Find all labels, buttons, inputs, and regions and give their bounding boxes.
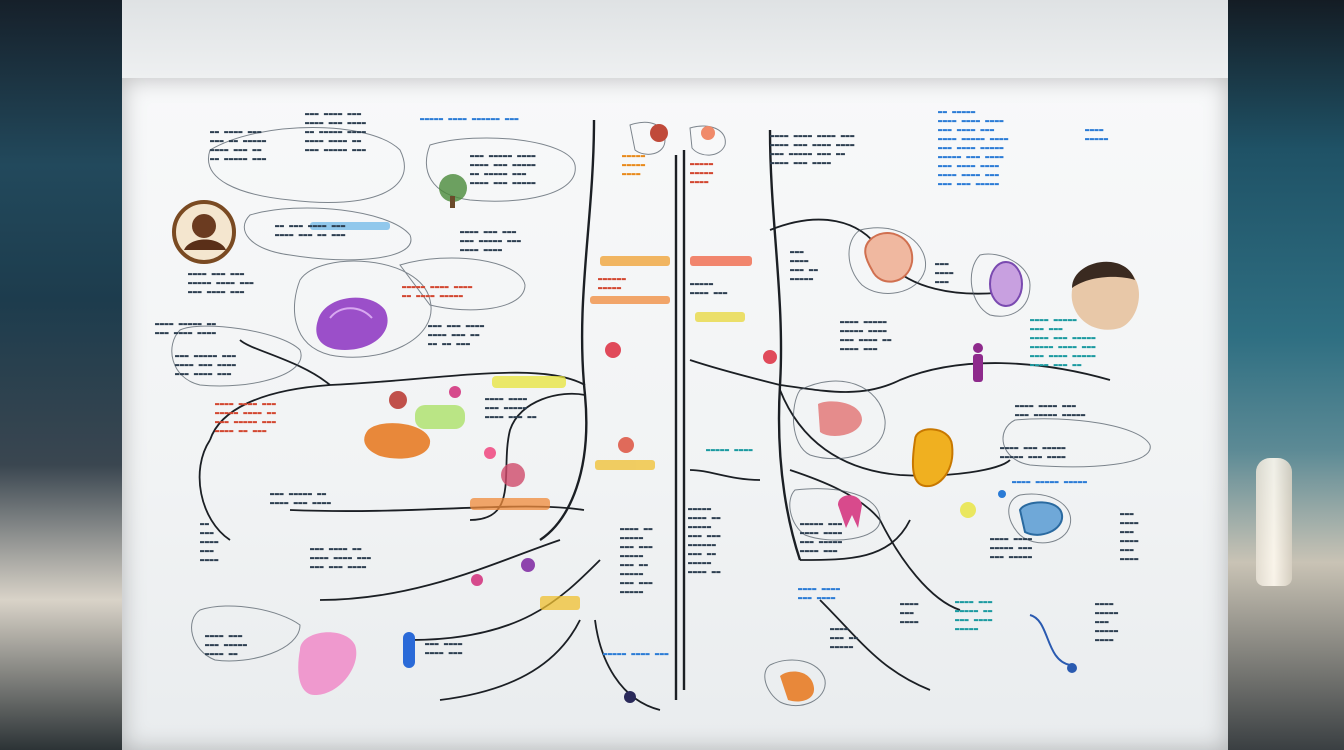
note-block: ▬▬▬ ▬▬▬▬ ▬▬▬ — [935, 260, 954, 286]
note-block: ▬▬▬▬ ▬▬▬▬▬ — [1085, 126, 1109, 143]
lung-icon — [818, 401, 862, 436]
note-block: ▬▬▬ ▬▬▬▬▬ ▬▬ ▬▬▬▬ ▬▬▬ ▬▬▬▬ — [270, 490, 332, 507]
note-block: ▬▬▬▬▬ ▬▬▬▬ ▬▬▬▬▬▬ ▬▬▬ — [420, 115, 520, 123]
note-block: ▬▬▬▬ ▬▬▬▬ ▬▬▬ ▬▬▬▬▬ ▬▬▬▬ ▬▬ ▬▬▬ ▬▬▬▬▬ ▬▬… — [215, 400, 277, 435]
note-block: ▬▬▬▬ ▬▬▬ ▬▬ ▬▬▬▬▬ — [830, 625, 859, 651]
background-left — [0, 0, 122, 750]
note-block: ▬▬▬▬▬ ▬▬▬▬▬ ▬▬▬▬ — [690, 160, 714, 186]
note-block: ▬▬▬▬ ▬▬▬ ▬▬▬▬▬ ▬▬ ▬▬▬ ▬▬▬▬ ▬▬▬▬▬ — [955, 598, 993, 633]
note-block: ▬▬▬▬ ▬▬▬▬ ▬▬▬ ▬▬▬ ▬▬▬▬▬ ▬▬▬▬▬ — [1015, 402, 1086, 419]
note-block: ▬▬▬▬▬▬ ▬▬▬▬▬ — [598, 275, 627, 292]
note-block: ▬▬▬▬ ▬▬▬▬ ▬▬▬ ▬▬▬▬▬ ▬▬▬▬ ▬▬▬ ▬▬ — [485, 395, 537, 421]
note-block: ▬▬▬ ▬▬▬▬ ▬▬▬ ▬▬▬▬ ▬▬▬ ▬▬▬▬ — [1120, 510, 1139, 563]
egg-icon — [989, 261, 1023, 307]
head-icon — [1071, 261, 1139, 330]
note-block: ▬▬ ▬▬▬ ▬▬▬▬ ▬▬▬ ▬▬▬▬ — [200, 520, 219, 564]
note-block: ▬▬▬▬▬ ▬▬▬▬ ▬▬ ▬▬▬▬▬ ▬▬▬ ▬▬▬ ▬▬▬▬▬▬ ▬▬▬ ▬… — [688, 505, 722, 576]
note-block: ▬▬▬▬ ▬▬▬ ▬▬▬▬▬ ▬▬▬▬▬ ▬▬▬ ▬▬▬▬ — [1000, 444, 1067, 461]
background-bottle — [1256, 458, 1292, 586]
organ-cluster-icon — [389, 386, 525, 487]
note-block: ▬▬▬▬ ▬▬▬▬▬ ▬▬▬ ▬▬▬ ▬▬▬▬ ▬▬▬ ▬▬▬▬▬ ▬▬▬▬▬ … — [1030, 316, 1097, 369]
note-block: ▬▬▬▬ ▬▬▬▬▬ ▬▬▬ ▬▬▬▬▬ ▬▬▬▬ — [1095, 600, 1119, 644]
note-block: ▬▬▬ ▬▬▬▬▬ ▬▬▬▬ ▬▬▬▬ ▬▬▬ ▬▬▬▬▬ ▬▬ ▬▬▬▬▬ ▬… — [470, 152, 537, 187]
kidney-icon — [1018, 501, 1064, 536]
left-branches — [198, 339, 661, 711]
tree-icon — [439, 174, 467, 208]
note-block: ▬▬ ▬▬▬▬▬ ▬▬▬▬ ▬▬▬▬ ▬▬▬▬ ▬▬▬ ▬▬▬▬ ▬▬▬ ▬▬▬… — [938, 108, 1009, 188]
small-node-icons — [471, 124, 1006, 703]
note-block: ▬▬▬▬ ▬▬▬▬ ▬▬▬▬ ▬▬▬ ▬▬▬▬ ▬▬▬ ▬▬▬▬ ▬▬▬▬ ▬▬… — [770, 132, 855, 167]
note-block: ▬▬▬ ▬▬▬▬ ▬▬▬ ▬▬ ▬▬▬▬▬ — [790, 248, 819, 283]
note-block: ▬▬▬▬▬ ▬▬▬▬ ▬▬▬ — [603, 650, 670, 658]
note-block: ▬▬ ▬▬▬▬ ▬▬▬ ▬▬▬ ▬▬ ▬▬▬▬▬ ▬▬▬▬ ▬▬▬ ▬▬ ▬▬ … — [210, 128, 267, 163]
highlights — [310, 222, 752, 610]
note-block: ▬▬▬▬▬ ▬▬▬▬ — [706, 446, 754, 454]
note-block: ▬▬▬ ▬▬▬▬▬ ▬▬▬ ▬▬▬▬ ▬▬▬ ▬▬▬▬ ▬▬▬ ▬▬▬▬ ▬▬▬ — [175, 352, 237, 378]
baby-icon — [780, 671, 815, 702]
brain-icon — [316, 297, 388, 350]
portrait-icon — [172, 200, 236, 264]
note-block: ▬▬▬ ▬▬▬ ▬▬▬▬ ▬▬▬▬ ▬▬▬ ▬▬ ▬▬ ▬▬ ▬▬▬ — [428, 322, 485, 348]
ear-icon — [864, 232, 914, 283]
note-bubbles — [171, 121, 1151, 707]
note-block: ▬▬▬▬ ▬▬▬ ▬▬▬ ▬▬▬ ▬▬▬▬▬ ▬▬▬ ▬▬▬▬ ▬▬▬▬ — [460, 228, 522, 254]
note-block: ▬▬▬▬ ▬▬▬▬ ▬▬▬ ▬▬▬▬ — [798, 585, 841, 602]
tooth-icon — [838, 495, 862, 528]
note-block: ▬▬▬▬ ▬▬ ▬▬▬▬▬ ▬▬▬ ▬▬▬ ▬▬▬▬▬ ▬▬▬ ▬▬ ▬▬▬▬▬… — [620, 525, 654, 596]
liver-icon — [364, 423, 431, 459]
board-top-edge — [122, 0, 1228, 78]
stethoscope-icon — [1029, 614, 1077, 673]
note-block: ▬▬▬▬▬ ▬▬▬ ▬▬▬▬ ▬▬▬▬ ▬▬▬ ▬▬▬▬▬ ▬▬▬▬ ▬▬▬ — [800, 520, 843, 555]
note-block: ▬▬▬▬▬ ▬▬▬▬ ▬▬▬▬ ▬▬ ▬▬▬▬ ▬▬▬▬▬ — [402, 283, 473, 300]
note-block: ▬▬▬▬ ▬▬▬ ▬▬▬ ▬▬▬▬▬ ▬▬▬▬ ▬▬ — [205, 632, 248, 658]
central-trunk — [539, 119, 802, 700]
note-block: ▬▬▬▬ ▬▬▬ ▬▬▬ ▬▬▬▬▬ ▬▬▬▬ ▬▬▬ ▬▬▬ ▬▬▬▬ ▬▬▬ — [188, 270, 255, 296]
note-block: ▬▬▬ ▬▬▬▬ ▬▬▬ ▬▬▬▬ ▬▬▬ ▬▬▬▬ ▬▬ ▬▬▬▬▬ ▬▬▬▬… — [305, 110, 367, 154]
note-block: ▬▬▬ ▬▬▬▬ ▬▬▬▬ ▬▬▬ — [425, 640, 463, 657]
stomach-icon — [298, 632, 357, 695]
note-block: ▬▬▬ ▬▬▬▬ ▬▬ ▬▬▬▬ ▬▬▬▬ ▬▬▬ ▬▬▬ ▬▬▬ ▬▬▬▬ — [310, 545, 372, 571]
pill-icon — [403, 632, 415, 668]
note-block: ▬▬ ▬▬▬ ▬▬▬▬ ▬▬▬ ▬▬▬▬ ▬▬▬ ▬▬ ▬▬▬ — [275, 222, 346, 239]
note-block: ▬▬▬▬▬ ▬▬▬▬ ▬▬▬ — [690, 280, 728, 297]
note-block: ▬▬▬▬ ▬▬▬▬ ▬▬▬▬▬ ▬▬▬ ▬▬▬ ▬▬▬▬▬ — [990, 535, 1033, 561]
note-block: ▬▬▬▬▬ ▬▬▬▬▬ ▬▬▬▬ — [622, 152, 646, 178]
note-block: ▬▬▬▬ ▬▬▬▬▬ ▬▬▬▬▬ — [1012, 478, 1088, 486]
person-icon — [973, 343, 983, 382]
background-right — [1228, 0, 1344, 750]
note-block: ▬▬▬▬ ▬▬▬▬▬ ▬▬ ▬▬▬ ▬▬▬▬ ▬▬▬▬ — [155, 320, 217, 337]
note-block: ▬▬▬▬ ▬▬▬▬▬ ▬▬▬▬▬ ▬▬▬▬ ▬▬▬ ▬▬▬▬ ▬▬ ▬▬▬▬ ▬… — [840, 318, 892, 353]
heart-icon — [911, 428, 954, 488]
note-block: ▬▬▬▬ ▬▬▬ ▬▬▬▬ — [900, 600, 919, 626]
